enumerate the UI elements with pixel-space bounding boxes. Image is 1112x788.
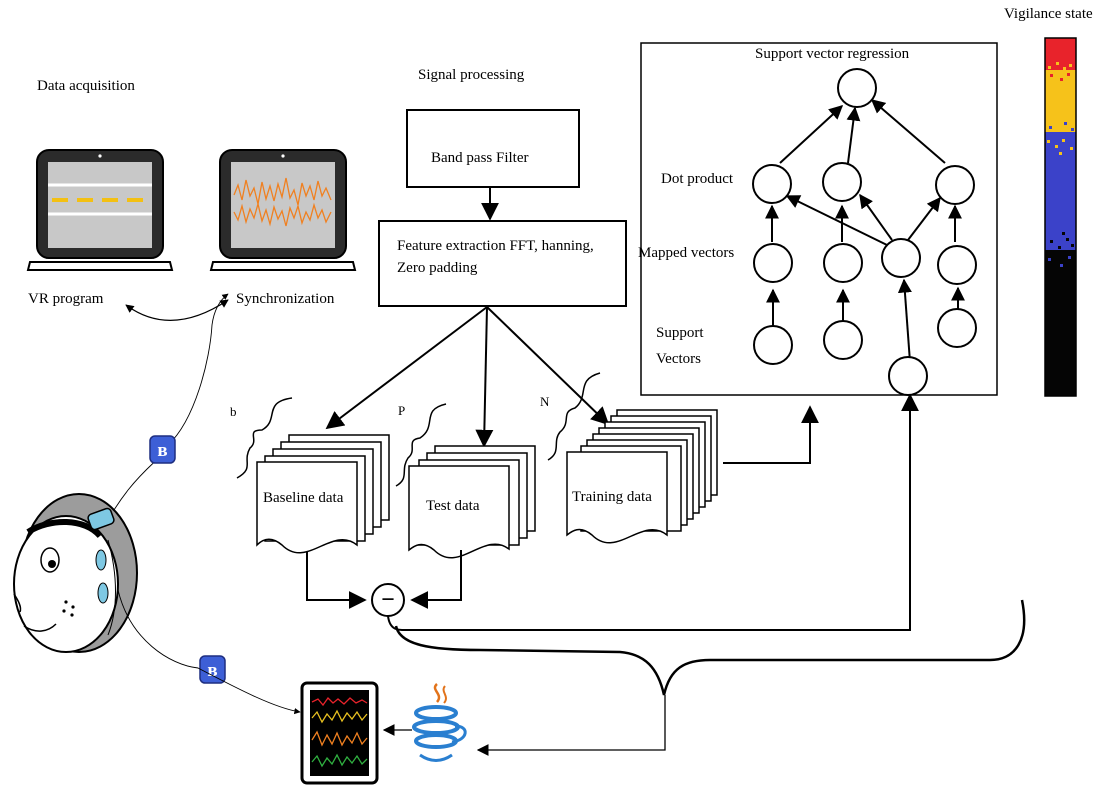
dot-product-node <box>935 165 975 205</box>
vigilance-level-blue <box>1045 132 1076 250</box>
vr-program-label: VR program <box>28 291 104 307</box>
section-signal-processing: Signal processing <box>418 67 525 83</box>
dot-product-node <box>822 162 862 202</box>
svr-network-nodes <box>752 68 977 396</box>
test-vector-node <box>888 356 928 396</box>
svr-output-node <box>837 68 877 108</box>
support-vector-node <box>937 308 977 348</box>
dot-product-node <box>752 164 792 204</box>
test-brace-label: P <box>398 403 406 418</box>
java-cup-icon <box>412 683 467 762</box>
baseline-brace-label: b <box>230 404 237 419</box>
aggregate-brace <box>394 599 1026 696</box>
feature-extraction-label: Feature extraction FFT, hanning, Zero pa… <box>397 238 594 276</box>
test-data-stack <box>408 445 536 559</box>
bandpass-filter-box <box>406 109 580 188</box>
bluetooth-glyph-top: ʙ <box>157 440 167 461</box>
baseline-brace <box>236 397 293 479</box>
vigilance-state-bar <box>1044 37 1077 397</box>
support-vectors-label-line1: Support <box>656 325 704 341</box>
training-data-label: Training data <box>572 489 652 505</box>
mapped-vectors-label: Mapped vectors <box>638 245 735 261</box>
test-data-label: Test data <box>426 498 480 514</box>
mapped-vector-node <box>753 243 793 283</box>
svr-network-edges <box>765 99 965 363</box>
vigilance-level-black <box>1045 250 1076 396</box>
support-vectors-label-line2: Vectors <box>656 351 701 367</box>
section-svr-title: Support vector regression <box>755 46 910 62</box>
bluetooth-glyph-bottom: ʙ <box>207 660 217 681</box>
training-brace <box>547 372 601 461</box>
head-with-eeg-cap-icon <box>13 493 138 653</box>
subtract-symbol: − <box>381 587 395 613</box>
bluetooth-icon: ʙ <box>149 435 176 464</box>
mapped-vector-node <box>823 243 863 283</box>
test-brace <box>395 403 447 487</box>
mapped-vector-node <box>881 238 921 278</box>
bluetooth-icon: ʙ <box>199 655 226 684</box>
section-vigilance-title: Vigilance state <box>1004 6 1093 22</box>
dot-product-label: Dot product <box>661 171 734 187</box>
bandpass-filter-label: Band pass Filter <box>431 150 529 166</box>
feature-extraction-box <box>378 220 627 307</box>
svr-panel <box>640 42 998 396</box>
baseline-data-label: Baseline data <box>263 490 344 506</box>
synchronization-label: Synchronization <box>236 291 335 307</box>
training-data-stack <box>566 409 718 544</box>
section-data-acquisition: Data acquisition <box>37 78 135 94</box>
training-brace-label: N <box>540 394 550 409</box>
support-vector-node <box>753 325 793 365</box>
support-vector-node <box>823 320 863 360</box>
mapped-vector-node <box>937 245 977 285</box>
baseline-data-stack <box>256 434 390 554</box>
eeg-monitor-icon <box>300 681 379 785</box>
laptop-eeg-icon <box>209 149 357 271</box>
laptop-vr-icon <box>26 149 174 271</box>
